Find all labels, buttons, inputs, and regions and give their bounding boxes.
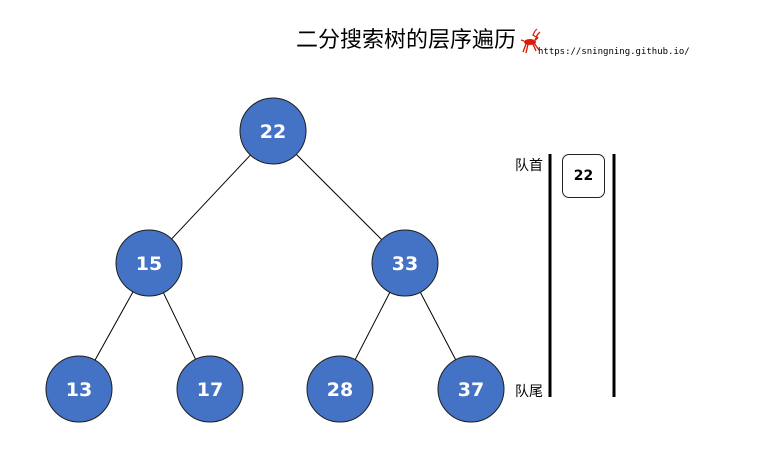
tree-node: 37: [437, 355, 505, 423]
diagram-title: 二分搜索树的层序遍历: [296, 28, 517, 53]
tree-node-value: 33: [392, 253, 418, 275]
tree-edges: [94, 153, 457, 361]
tree-node: 22: [239, 97, 307, 165]
tree-node-value: 22: [260, 121, 286, 143]
tree-node: 33: [371, 229, 439, 297]
queue-front-label: 队首: [515, 158, 543, 174]
tree-node-circle: [45, 355, 113, 423]
tree-node: 28: [306, 355, 374, 423]
tree-nodes: 22 15 33 13 17 28 37: [45, 97, 505, 423]
tree-node-circle: [437, 355, 505, 423]
tree-edge: [354, 292, 391, 360]
tree-node-value: 15: [136, 253, 162, 275]
queue-rear-label: 队尾: [515, 384, 543, 400]
tree-edge: [419, 292, 457, 360]
tree-edge: [171, 154, 251, 240]
tree-node: 17: [176, 355, 244, 423]
tree-node-value: 13: [66, 379, 92, 401]
tree-node-circle: [371, 229, 439, 297]
tree-node-value: 37: [458, 379, 484, 401]
tree-node-circle: [115, 229, 183, 297]
tree-node: 13: [45, 355, 113, 423]
tree-edge: [162, 292, 197, 360]
site-url: https://sningning.github.io/: [538, 47, 690, 57]
tree-node-value: 28: [327, 379, 353, 401]
tree-node: 15: [115, 229, 183, 297]
tree-edge: [94, 291, 134, 361]
tree-node-value: 17: [197, 379, 223, 401]
queue-item: 22: [562, 154, 605, 198]
tree-node-circle: [306, 355, 374, 423]
tree-node-circle: [239, 97, 307, 165]
tree-node-circle: [176, 355, 244, 423]
tree-edge: [295, 153, 383, 241]
deer-logo-icon: [520, 28, 541, 54]
